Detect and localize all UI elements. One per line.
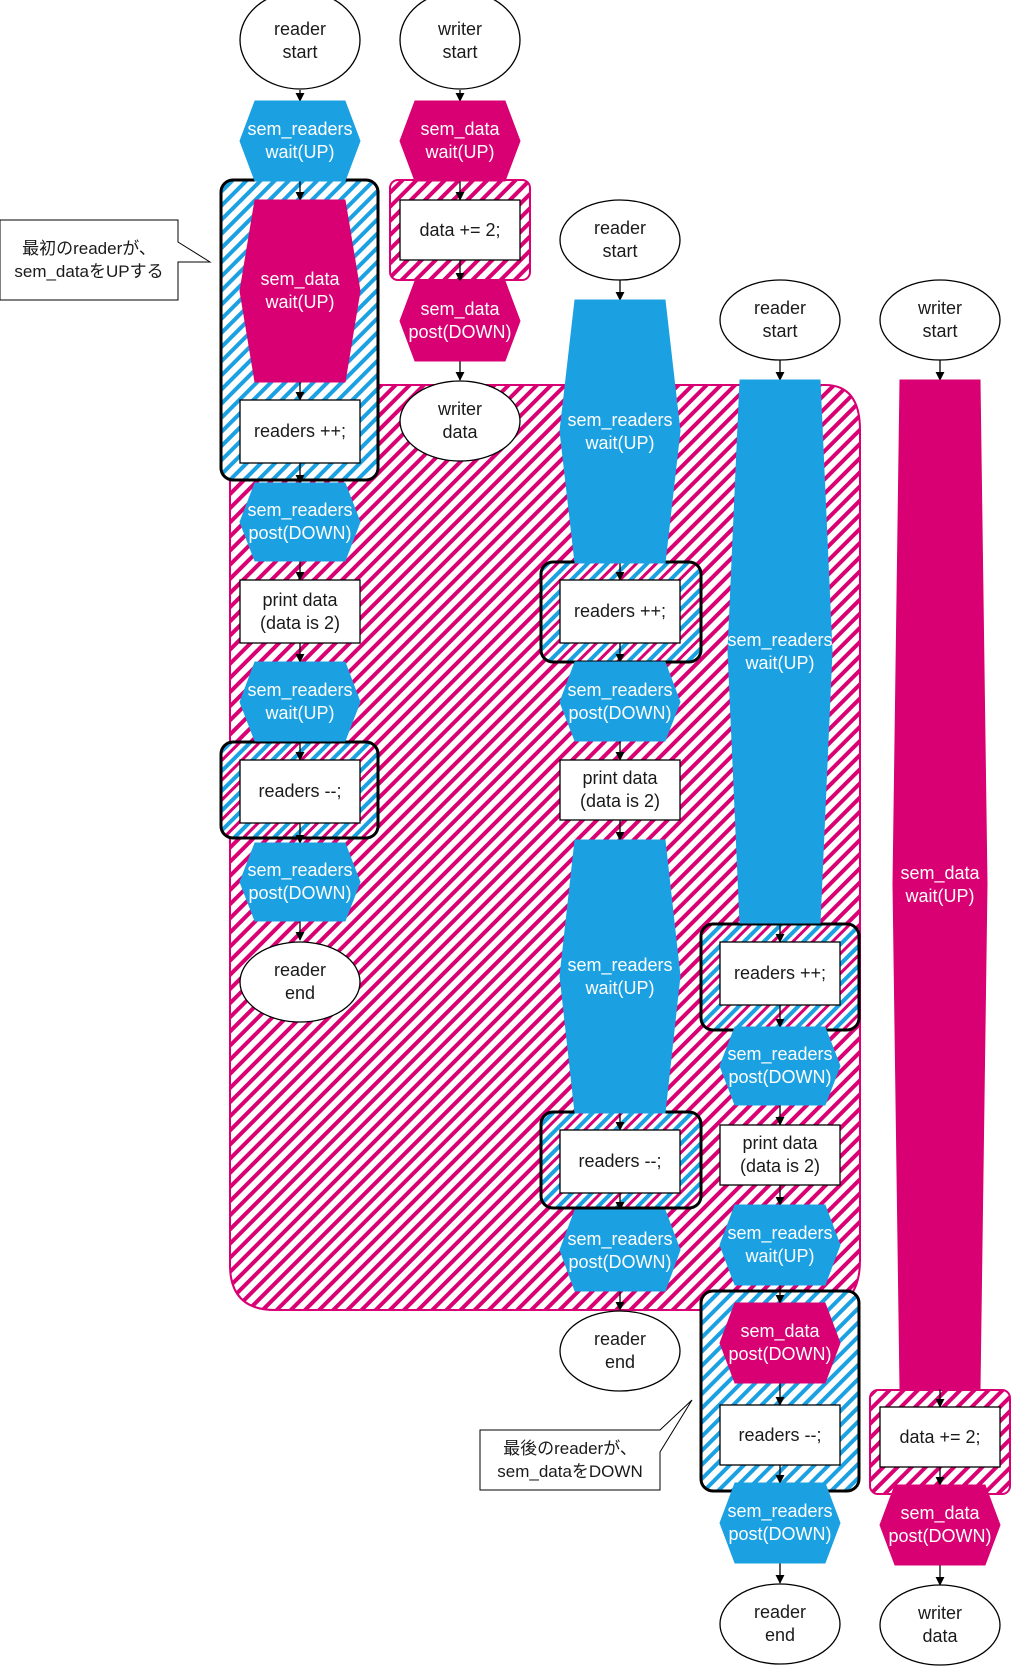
flow-arrows bbox=[295, 90, 945, 1586]
readers-semaphore-nodes bbox=[239, 100, 841, 1564]
terminal-nodes bbox=[239, 0, 1001, 1666]
callout-first-reader bbox=[0, 219, 212, 301]
data-semaphore-nodes bbox=[239, 100, 1001, 1566]
process-nodes bbox=[239, 199, 1001, 1468]
callout-last-reader bbox=[479, 1399, 693, 1491]
